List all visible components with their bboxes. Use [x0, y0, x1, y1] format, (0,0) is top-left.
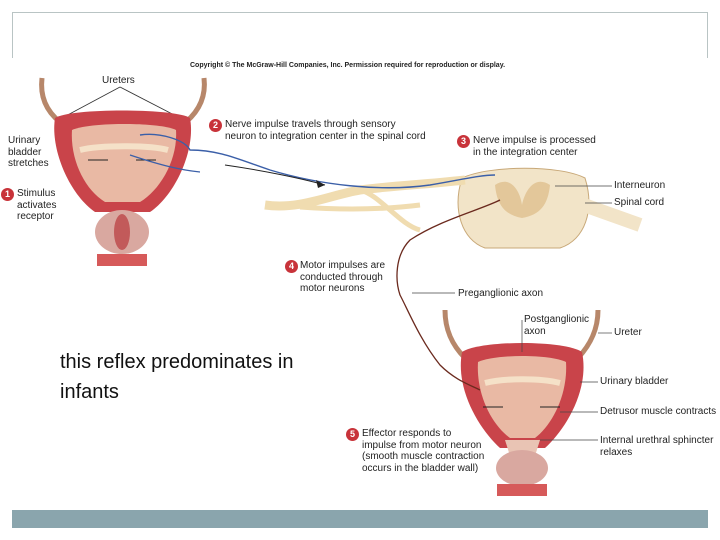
step-1-badge: 1	[1, 188, 14, 201]
bottom-bladder	[442, 309, 601, 496]
ureter-label: Ureter	[614, 327, 642, 338]
step-4-label: Motor impulses are conducted through mot…	[300, 260, 386, 294]
ureters-label: Ureters	[102, 75, 135, 86]
sphincter-label: Internal urethral sphincter relaxes	[600, 435, 714, 458]
preganglionic-axon-label: Preganglionic axon	[458, 288, 544, 299]
step-4-badge: 4	[285, 260, 298, 273]
ureters-leader-lines	[61, 86, 181, 119]
top-bladder	[39, 77, 207, 266]
step-5-badge: 5	[346, 428, 359, 441]
postganglionic-axon-label: Postganglionic axon	[524, 314, 590, 337]
impulse-arrow	[224, 164, 326, 188]
step-3-label: Nerve impulse is processed in the integr…	[473, 135, 596, 158]
sensory-neuron-path	[139, 133, 496, 189]
step-3-badge: 3	[457, 135, 470, 148]
sensory-neuron-branch	[129, 154, 201, 173]
step-5-label: Effector responds to impulse from motor …	[362, 428, 485, 474]
step-2-badge: 2	[209, 119, 222, 132]
motor-neuron-path	[396, 199, 501, 391]
nerve-trunk	[264, 175, 466, 233]
copyright-notice: Copyright © The McGraw-Hill Companies, I…	[190, 62, 506, 69]
slide-caption: this reflex predominates in infants	[60, 351, 294, 403]
urinary-bladder-stretches-label: Urinary bladder stretches	[8, 135, 49, 169]
detrusor-label: Detrusor muscle contracts	[600, 406, 717, 417]
interneuron-label: Interneuron	[614, 180, 666, 191]
slide-bottom-bar	[12, 510, 708, 528]
step-2-label: Nerve impulse travels through sensory ne…	[225, 119, 426, 142]
stimulus-label: Stimulus activates receptor	[17, 188, 57, 222]
leader-lines-right	[412, 185, 612, 441]
slide-frame-top	[12, 12, 708, 58]
urinary-bladder-label: Urinary bladder	[600, 376, 669, 387]
spinal-cord-label: Spinal cord	[614, 197, 665, 208]
spinal-cord	[457, 167, 643, 249]
